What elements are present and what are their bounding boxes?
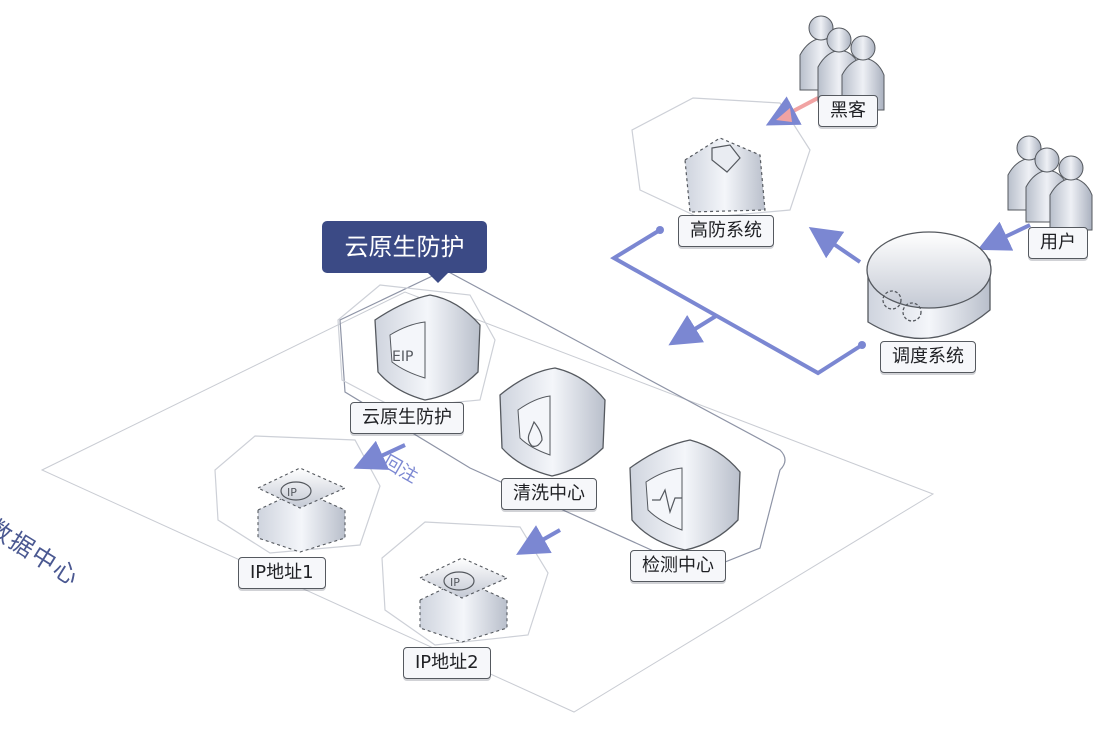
hacker-label: 黑客 <box>818 95 878 127</box>
ip-box-2-icon: IP <box>418 557 509 643</box>
datacenter-floor <box>40 291 935 713</box>
arrow-to-ip2 <box>516 525 561 555</box>
cloud-native-shield-icon: EIP <box>374 294 481 401</box>
ip-box-1-icon: IP <box>256 467 347 553</box>
arrow-attack-head <box>776 108 792 122</box>
scheduler-label: 调度系统 <box>880 341 976 373</box>
high-defense-icon <box>684 137 766 213</box>
arrow-to-high-defense <box>808 226 862 264</box>
arrow-return <box>353 440 406 470</box>
title-badge: 云原生防护 <box>322 221 487 283</box>
detection-center-label: 检测中心 <box>630 550 726 582</box>
cloud-native-label: 云原生防护 <box>350 402 464 434</box>
node-dot <box>656 226 664 234</box>
ip-address-2-label: IP地址2 <box>403 647 491 679</box>
cleaning-shield-icon <box>499 367 606 477</box>
scheduler-cylinder-icon <box>866 231 992 340</box>
arrow-user <box>977 221 1031 251</box>
cleaning-center-label: 清洗中心 <box>501 478 597 510</box>
ip-address-1-label: IP地址1 <box>238 557 326 589</box>
high-defense-label: 高防系统 <box>678 215 774 247</box>
ip-icon-text: IP <box>450 576 460 589</box>
cloud-native-zone <box>339 269 786 573</box>
node-dot <box>858 341 866 349</box>
network-branch <box>668 314 718 346</box>
detection-shield-icon <box>629 439 741 551</box>
user-group-icon <box>1007 135 1093 231</box>
user-label: 用户 <box>1028 227 1088 259</box>
ip-icon-text: IP <box>287 486 297 499</box>
network-line <box>610 228 864 376</box>
shield-text: EIP <box>392 349 413 365</box>
